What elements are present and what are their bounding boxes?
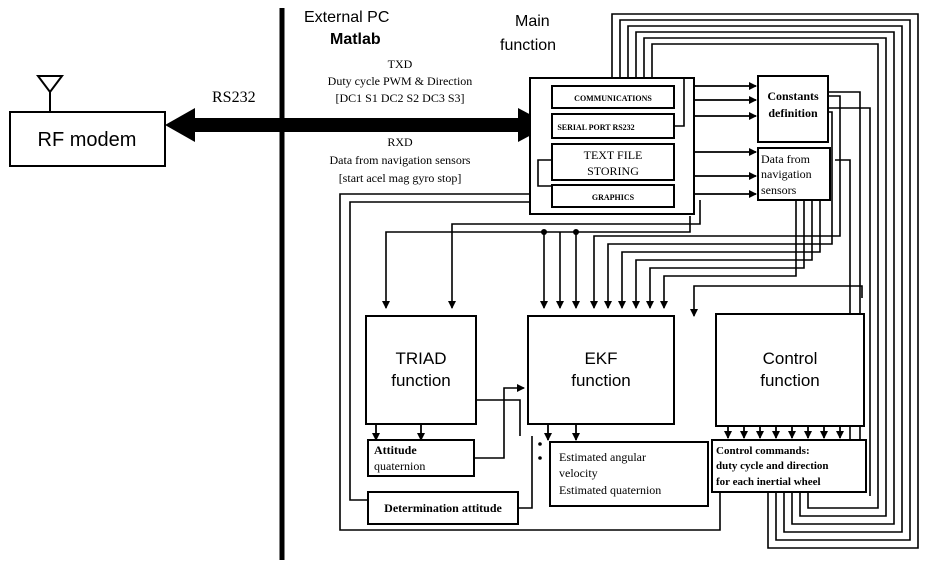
svg-text:sensors: sensors [761, 183, 797, 197]
svg-text:duty cycle and direction: duty cycle and direction [716, 460, 829, 472]
svg-text:GRAPHICS: GRAPHICS [592, 193, 635, 202]
svg-text:Estimated quaternion: Estimated quaternion [559, 483, 661, 497]
serial-port-module: SERIAL PORT RS232 [551, 113, 675, 139]
left-loop-wires [339, 193, 721, 531]
svg-text:function: function [571, 371, 631, 390]
triad-function-box: TRIAD function [365, 315, 477, 425]
determination-attitude-box: Determination attitude [367, 491, 519, 525]
ekf-function-box: EKF function [527, 315, 675, 425]
svg-text:function: function [391, 371, 451, 390]
main-function-label-2: function [500, 37, 556, 54]
outer-wire-loops [611, 13, 919, 549]
svg-text:COMMUNICATIONS: COMMUNICATIONS [574, 94, 652, 103]
svg-text:Attitude: Attitude [374, 443, 417, 457]
svg-text:navigation: navigation [761, 167, 812, 181]
rxd-line2: [start acel mag gyro stop] [339, 171, 462, 185]
control-output-arrows [724, 426, 844, 439]
svg-text:Constants: Constants [767, 89, 819, 103]
svg-text:TRIAD: TRIAD [396, 349, 447, 368]
txd-line1: Duty cycle PWM & Direction [328, 74, 473, 88]
rf-modem: RF modem [9, 75, 166, 167]
rs232-label: RS232 [212, 89, 256, 106]
svg-text:velocity: velocity [559, 466, 598, 480]
control-commands-box: Control commands: duty cycle and directi… [711, 439, 867, 493]
right-wire-loops [828, 91, 871, 496]
matlab-label: Matlab [330, 31, 381, 48]
control-function-box: Control function [715, 313, 865, 427]
main-function-label: Main [515, 13, 550, 30]
svg-text:for each inertial wheel: for each inertial wheel [716, 476, 821, 488]
external-pc-label: External PC [304, 9, 389, 26]
svg-text:STORING: STORING [587, 164, 639, 178]
svg-text:TEXT FILE: TEXT FILE [584, 148, 643, 162]
text-file-module: TEXT FILE STORING [551, 143, 675, 181]
svg-text:Data from: Data from [761, 152, 811, 166]
navigation-data-box: Data from navigation sensors [757, 147, 831, 201]
rxd-line1: Data from navigation sensors [330, 153, 471, 167]
attitude-quaternion-box: Attitude quaternion [367, 439, 475, 477]
svg-text:quaternion: quaternion [374, 459, 425, 473]
svg-text:function: function [760, 371, 820, 390]
svg-text:Estimated angular: Estimated angular [559, 450, 646, 464]
main-to-constants-arrows [694, 82, 757, 198]
rxd-title: RXD [387, 135, 413, 149]
svg-text:Control commands:: Control commands: [716, 445, 810, 457]
txd-title: TXD [388, 57, 413, 71]
communications-module: COMMUNICATIONS [551, 85, 675, 109]
rs232-link-arrow [165, 108, 550, 142]
svg-text:definition: definition [768, 106, 818, 120]
constants-definition-box: Constants definition [757, 75, 829, 143]
txd-line2: [DC1 S1 DC2 S2 DC3 S3] [335, 91, 464, 105]
triad-ekf-feed-wires [382, 200, 701, 309]
antenna-icon [36, 75, 64, 94]
graphics-module: GRAPHICS [551, 184, 675, 208]
estimated-output-box: Estimated angular velocity Estimated qua… [549, 441, 709, 507]
svg-text:SERIAL PORT RS232: SERIAL PORT RS232 [557, 123, 634, 132]
svg-text:EKF: EKF [584, 349, 617, 368]
svg-text:Control: Control [763, 349, 818, 368]
control-feed-wire [690, 285, 863, 317]
svg-text:Determination attitude: Determination attitude [384, 501, 502, 515]
svg-text:RF modem: RF modem [38, 129, 137, 151]
